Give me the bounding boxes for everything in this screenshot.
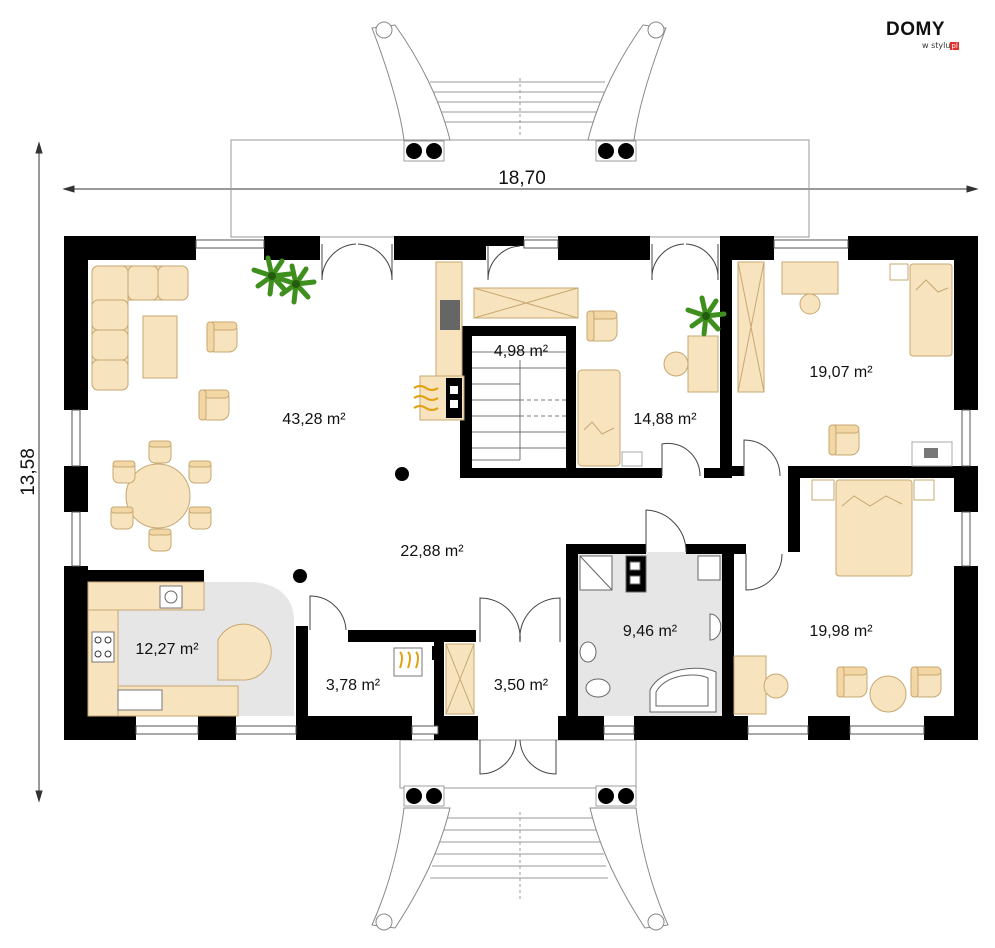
- upper-bath-furniture: [473, 287, 719, 467]
- width-dimension-label: 18,70: [498, 168, 546, 189]
- column: [395, 467, 409, 481]
- depth-dimension-label: 13,58: [18, 448, 39, 496]
- kitchen-furniture: [87, 581, 272, 717]
- brand-logo: DOMY w stylupl: [886, 20, 966, 54]
- living-furniture: [91, 261, 465, 529]
- walls: [64, 236, 978, 740]
- terrace-bottom: [371, 739, 669, 931]
- room-area-stair: 4,98 m²: [494, 343, 549, 360]
- dimension-depth: [35, 141, 43, 803]
- room-area-boiler: 3,78 m²: [326, 677, 381, 694]
- brand-name: DOMY: [886, 19, 945, 40]
- room-area-bathroom: 9,46 m²: [623, 623, 678, 640]
- room-area-vestibule: 3,50 m²: [494, 677, 549, 694]
- room-area-bedroom-1: 19,07 m²: [809, 364, 873, 381]
- room-area-hall: 22,88 m²: [400, 543, 464, 560]
- column: [293, 569, 307, 583]
- doors: [309, 243, 783, 775]
- brand-suffix: pl: [950, 42, 959, 50]
- room-area-living: 43,28 m²: [282, 411, 346, 428]
- bedroom1-furniture: [737, 261, 953, 467]
- room-area-bedroom-2: 19,98 m²: [809, 623, 873, 640]
- terrace-top: [230, 21, 810, 238]
- fireplace: [413, 300, 462, 418]
- room-area-kitchen: 12,27 m²: [135, 641, 199, 658]
- windows: [71, 239, 971, 735]
- brand-tagline-text: w stylu: [922, 41, 951, 50]
- boiler-room-fixtures: [393, 643, 475, 715]
- dimension-width: [62, 185, 979, 193]
- room-area-bathroom-upper: 14,88 m²: [633, 411, 697, 428]
- staircase: [472, 351, 566, 461]
- brand-tagline: w stylupl: [922, 41, 959, 50]
- bathroom-fixtures: [579, 555, 722, 713]
- bedroom2-furniture: [733, 479, 935, 715]
